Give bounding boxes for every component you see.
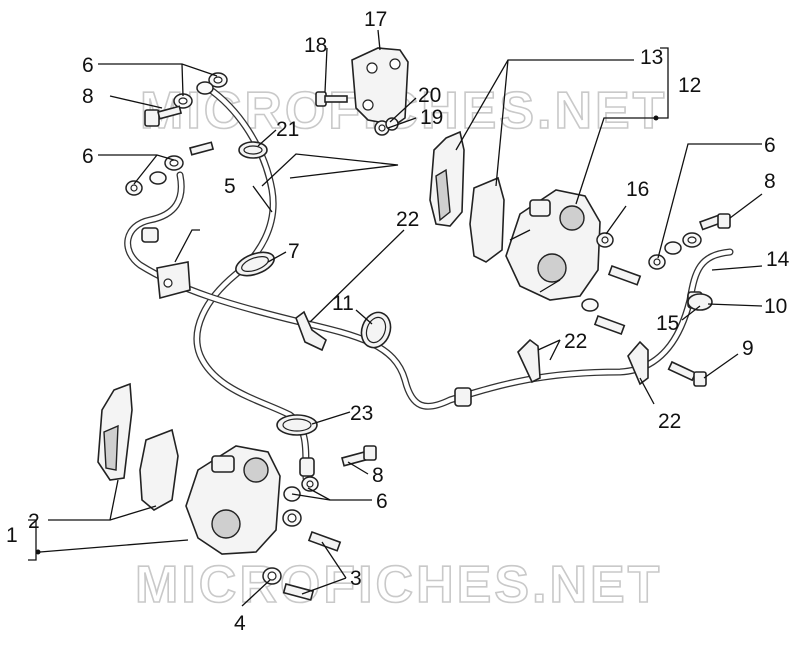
washers-6-right (648, 232, 702, 270)
callout-12: 12 (678, 74, 701, 97)
hose-guide-22-right (627, 340, 649, 386)
callout-15: 15 (656, 312, 679, 335)
callout-4: 4 (234, 612, 246, 635)
callout-22-upper: 22 (396, 208, 419, 231)
hose-fitting-center (454, 387, 472, 407)
callout-6-right: 6 (764, 134, 776, 157)
brake-pad-2-b (139, 428, 179, 511)
hose-fitting-lower (299, 457, 315, 477)
washers-6-left (125, 155, 184, 196)
callout-14: 14 (766, 248, 790, 271)
callout-22-right: 22 (658, 410, 681, 433)
bolt-8-right (698, 213, 731, 231)
leader-lines (28, 29, 763, 607)
brake-hose-14 (124, 171, 734, 410)
callout-6-left: 6 (82, 145, 94, 168)
washers-6-top (173, 72, 228, 109)
hose-guide-22-upper (295, 310, 327, 352)
callout-7: 7 (288, 240, 300, 263)
callout-3: 3 (350, 567, 362, 590)
washers-and-bolts-3-4 (262, 509, 342, 601)
callout-2: 2 (28, 510, 40, 533)
hose-clamp-21 (238, 141, 268, 159)
callout-21: 21 (276, 118, 299, 141)
hose-bracket-left (156, 229, 200, 300)
callout-20: 20 (418, 84, 441, 107)
callout-19: 19 (420, 106, 443, 129)
callout-8-right: 8 (764, 170, 776, 193)
callout-23: 23 (350, 402, 373, 425)
callout-17: 17 (364, 8, 387, 31)
mounting-plate-17 (351, 47, 409, 126)
callout-11: 11 (332, 292, 354, 315)
brake-caliper-12 (505, 189, 601, 301)
bolt-8-lower (341, 445, 377, 467)
hose-guide-22-mid (517, 338, 541, 384)
callout-5: 5 (224, 175, 236, 198)
callout-10: 10 (764, 295, 787, 318)
callout-6-lower: 6 (376, 490, 388, 513)
hose-fitting-left (141, 227, 159, 243)
bolt-8-top (144, 105, 183, 127)
callout-8-top: 8 (82, 85, 94, 108)
bolts-16 (581, 232, 642, 336)
callout-1: 1 (6, 524, 18, 547)
brake-pad-13-b (469, 176, 505, 263)
callout-6-top: 6 (82, 54, 94, 77)
hose-clamp-7 (235, 251, 275, 277)
callout-16: 16 (626, 178, 649, 201)
brake-pad-2-a (97, 382, 133, 481)
brake-pad-13-a (429, 130, 465, 227)
bolt-9 (667, 360, 707, 387)
bolt-8-second (189, 141, 215, 156)
callout-8-lower: 8 (372, 464, 384, 487)
brake-caliper-1 (185, 445, 281, 555)
hose-guide-outline (261, 153, 399, 187)
callout-22-mid: 22 (564, 330, 587, 353)
watermark-bottom: MICROFICHES.NET (135, 556, 662, 614)
callout-9: 9 (742, 337, 754, 360)
hose-clamp-15 (687, 293, 713, 311)
callout-13: 13 (640, 46, 663, 69)
hose-clamp-23 (276, 414, 318, 436)
callout-18: 18 (304, 34, 327, 57)
bolt-18 (315, 91, 348, 107)
